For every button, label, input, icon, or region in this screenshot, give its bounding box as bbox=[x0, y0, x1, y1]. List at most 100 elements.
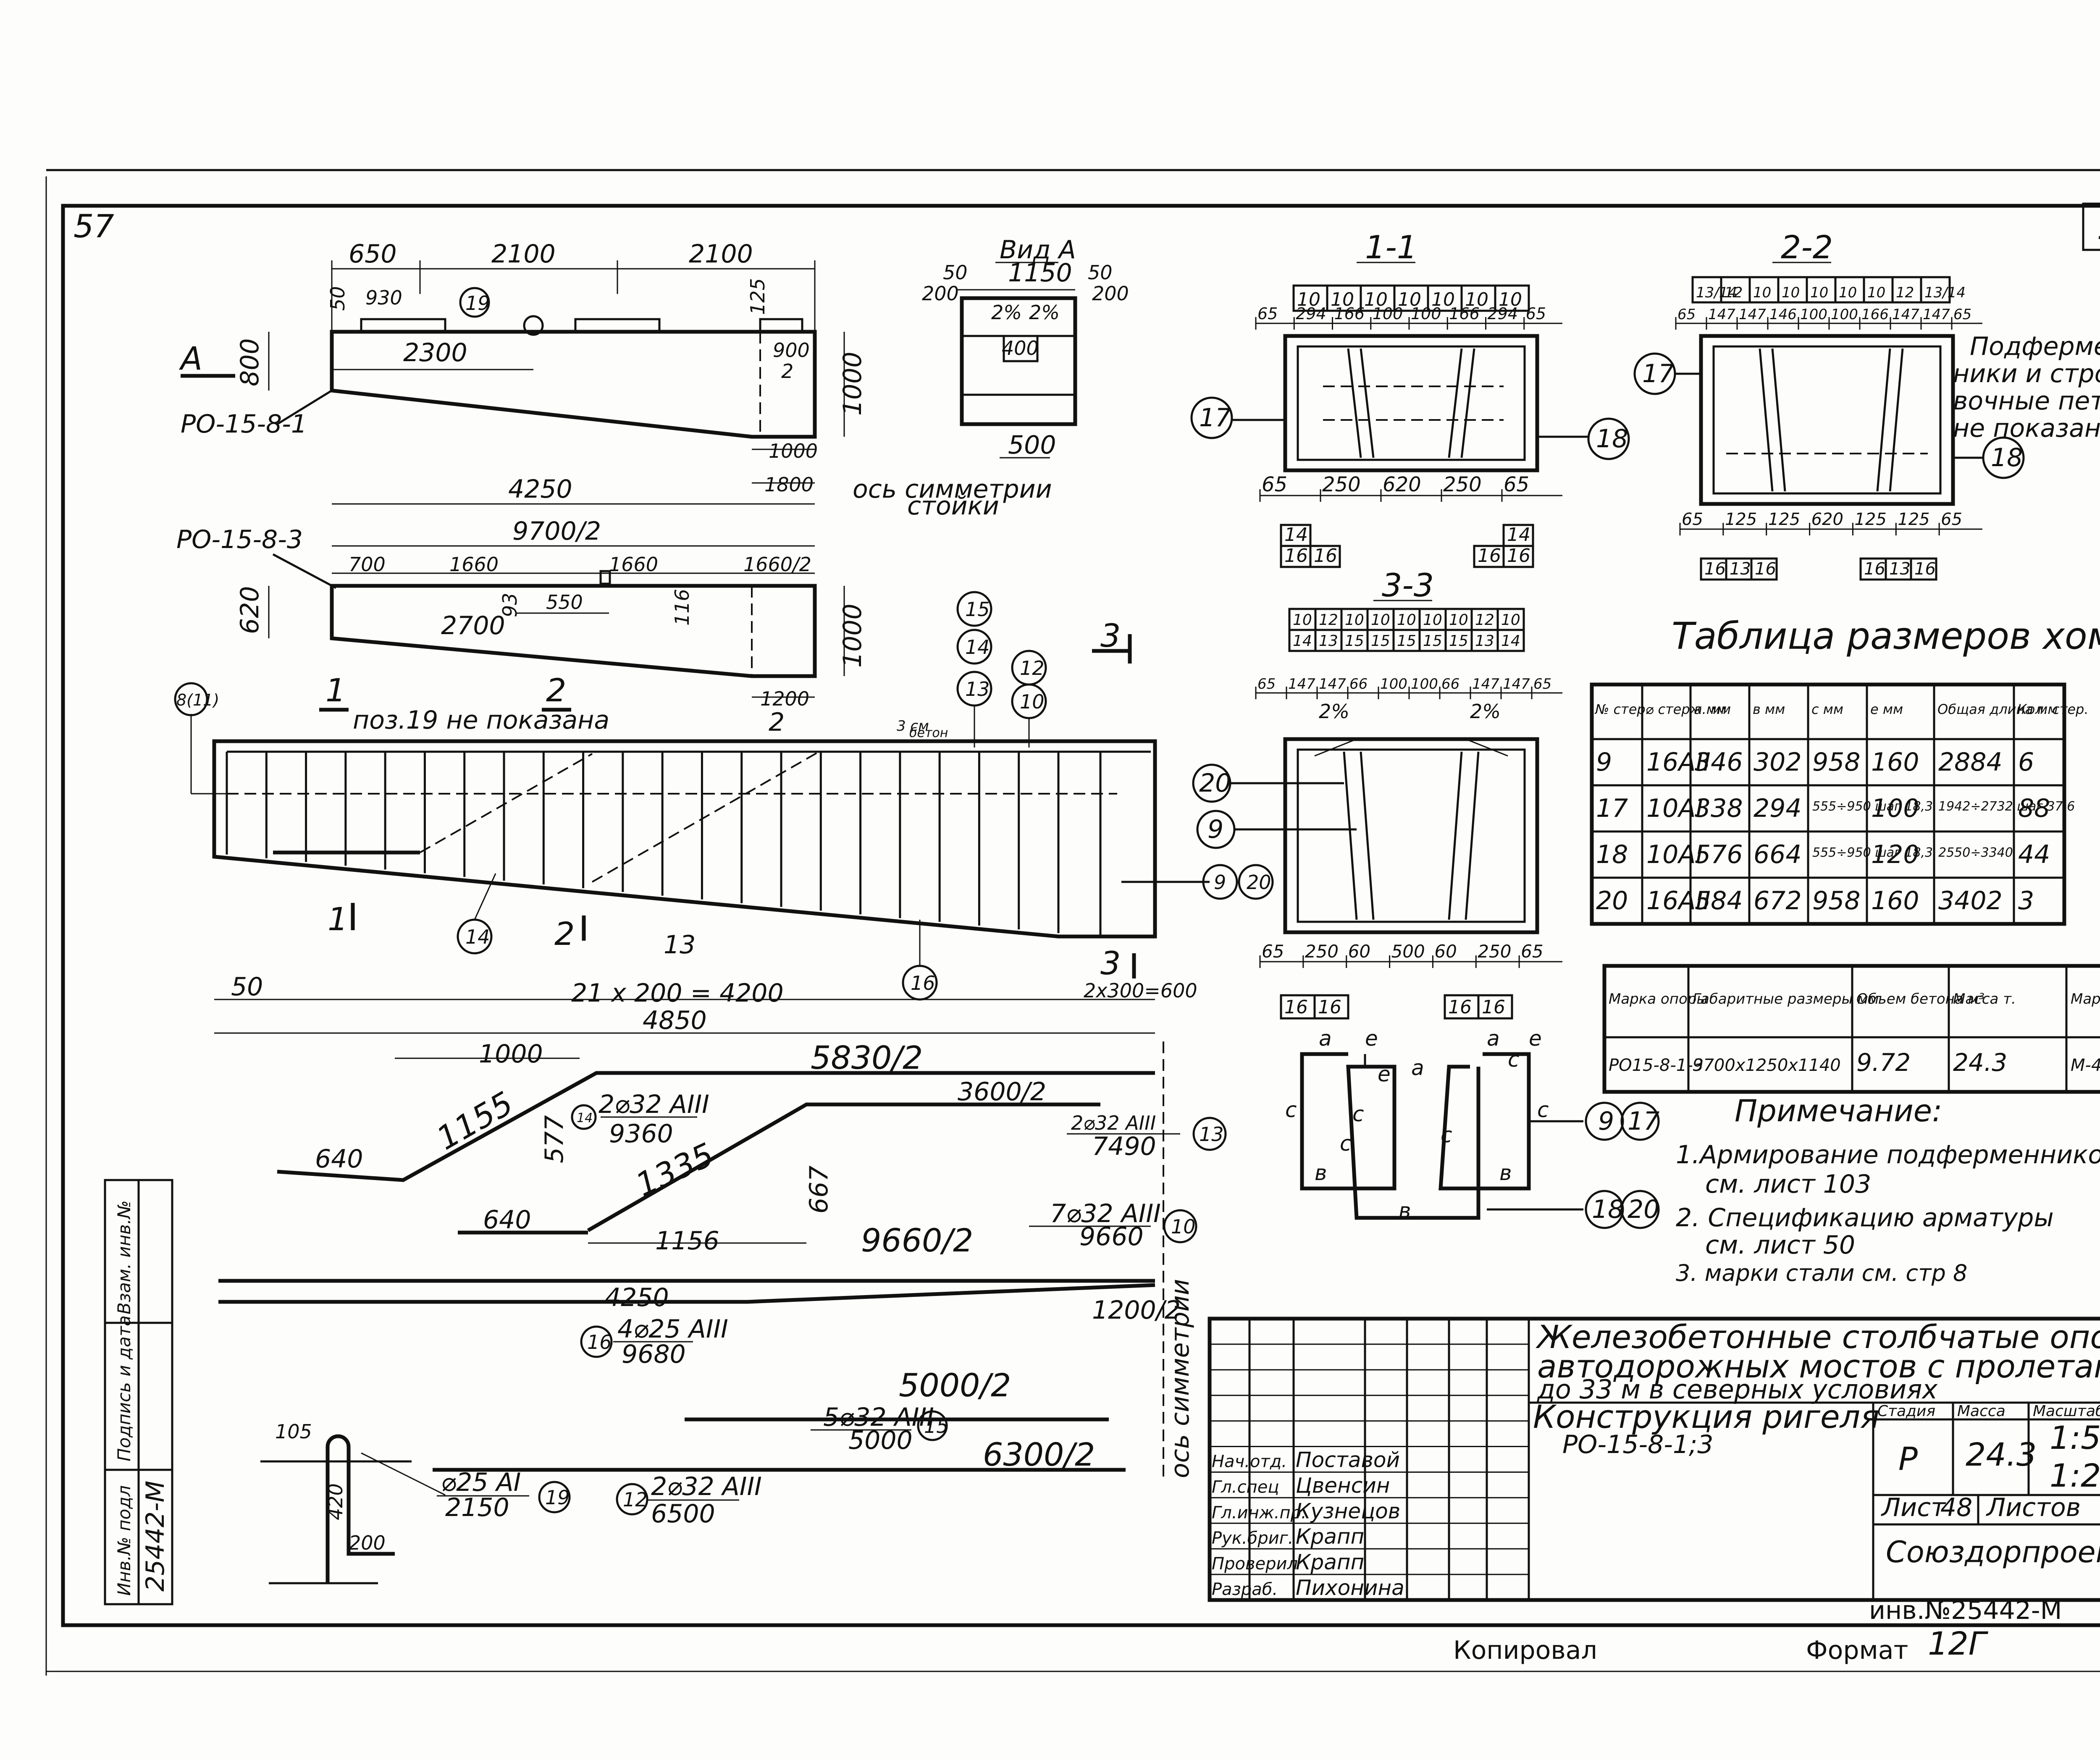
elev1-dim-9700: 9700/2 bbox=[512, 517, 601, 546]
sec11-dimbot-dim: 250 bbox=[1322, 473, 1361, 496]
elev2-dim-116: 116 bbox=[671, 589, 693, 626]
stirrup-table-header: ⌀ стерж. мм bbox=[1646, 701, 1731, 717]
bar12-label: 2⌀32 АIII bbox=[651, 1472, 762, 1501]
callout-19-circle bbox=[459, 287, 490, 318]
stirrup-table-cell: 3 bbox=[2018, 886, 2034, 915]
support-table-cell: 24.3 bbox=[1953, 1048, 2007, 1077]
view-a-dim-400: 400 bbox=[1002, 337, 1039, 359]
bar10-len: 9660 bbox=[1079, 1222, 1144, 1251]
stirrup-table-frame bbox=[1590, 682, 2066, 926]
elev1-dim-2100b: 2100 bbox=[689, 239, 753, 269]
sec22-dimtop-dim: 65 bbox=[1677, 306, 1696, 323]
bar12-dim-6300: 6300/2 bbox=[983, 1436, 1095, 1473]
bar11-label: 2⌀32 АIII bbox=[598, 1090, 709, 1119]
sec22-callout-17: 17 bbox=[1642, 359, 1674, 388]
callout-13-top: 13 bbox=[965, 678, 990, 700]
sec33-r1-cell-text: 12 bbox=[1319, 611, 1338, 629]
stirrup-table-cell: 338 bbox=[1695, 794, 1743, 823]
sec33-botr-cell-text: 16 bbox=[1482, 997, 1505, 1018]
sec33-title: 3-3 bbox=[1382, 567, 1434, 604]
sec11-top-cell-text: 10 bbox=[1465, 289, 1488, 310]
tb-sheet-name-2: РО-15-8-1;3 bbox=[1562, 1430, 1713, 1459]
tb-mass: 24.3 bbox=[1966, 1436, 2037, 1473]
stirrup-table-cell: 346 bbox=[1695, 748, 1743, 777]
tb-name: Крапп bbox=[1296, 1550, 1364, 1574]
sec22-dimbot-dim: 125 bbox=[1768, 510, 1800, 529]
sec22-top-cell bbox=[1920, 276, 1951, 304]
sec22-title: 2-2 bbox=[1781, 228, 1833, 266]
elev1-dim-2300: 2300 bbox=[403, 338, 467, 367]
sec22-note-3: вочные петли bbox=[1953, 386, 2100, 416]
bar10-dim-9660: 9660/2 bbox=[861, 1222, 973, 1259]
inv-number: инв.№25442-М bbox=[1869, 1596, 2062, 1625]
bar13-callout: 13 bbox=[1199, 1123, 1224, 1146]
tb-name: Кузнецов bbox=[1296, 1499, 1400, 1523]
stirrup-shape-label: е bbox=[1529, 1026, 1542, 1051]
sec33-r1-cell-text: 10 bbox=[1501, 611, 1520, 629]
view-a-slope-b: 2% bbox=[1029, 301, 1060, 324]
sec33-r1-cell-text: 10 bbox=[1397, 611, 1416, 629]
sec22-note-2: ники и стропо- bbox=[1953, 359, 2100, 388]
sec33-r1-cell-text: 10 bbox=[1371, 611, 1390, 629]
elev1-dim-650: 650 bbox=[349, 239, 397, 269]
reinf-dim-50: 50 bbox=[231, 972, 263, 1002]
cut-mark-2-bot: 2 bbox=[554, 915, 575, 952]
stirrup-shape-label: в bbox=[1399, 1199, 1411, 1223]
tb-scale-1: 1:50 bbox=[2050, 1419, 2100, 1456]
stirrup-table-cell: 20 bbox=[1596, 886, 1628, 915]
stirrup-shape-label: е bbox=[1365, 1026, 1378, 1051]
view-a-dim-50a: 50 bbox=[943, 261, 968, 284]
sec22-dimtop-dim: 100 bbox=[1831, 306, 1858, 323]
support-table-header: Марка опоры bbox=[1609, 991, 1708, 1007]
page-number-top: 57 bbox=[74, 207, 114, 245]
format-label: Формат bbox=[1806, 1636, 1908, 1665]
cut-mark-3: 3 bbox=[1100, 617, 1121, 654]
stirrup-shape-label: с bbox=[1340, 1131, 1352, 1156]
callout-14-top: 14 bbox=[965, 636, 990, 658]
stirrup-table-cell: 44 bbox=[2018, 840, 2050, 869]
sec22-top-cell-text: 10 bbox=[1810, 284, 1828, 301]
note-1a: 1.Армирование подферменников bbox=[1676, 1140, 2100, 1170]
note-2a: 2. Спецификацию арматуры bbox=[1676, 1203, 2054, 1233]
elev1-dim-50: 50 bbox=[326, 286, 349, 311]
sec22-top-cell-text: 13/14 bbox=[1924, 284, 1966, 301]
tb-sheet-label: Лист bbox=[1881, 1493, 1946, 1522]
bar1-dim-1000: 1000 bbox=[479, 1039, 543, 1069]
sec33-slope-a: 2% bbox=[1319, 700, 1349, 723]
tb-scale-label: Масштаб bbox=[2033, 1403, 2100, 1420]
sec33-r2-cell-text: 15 bbox=[1449, 632, 1468, 650]
elev2-dim-550: 550 bbox=[546, 591, 583, 614]
view-a-slope-a: 2% bbox=[991, 301, 1022, 324]
sec11-dimtop-dim: 166 bbox=[1334, 304, 1365, 323]
tb-title-3: до 33 м в северных условиях bbox=[1537, 1374, 1938, 1405]
tb-name: Пихонина bbox=[1296, 1576, 1404, 1600]
sec11-top-cell-text: 10 bbox=[1331, 289, 1354, 310]
sec33-callout-9: 9 bbox=[1208, 815, 1223, 844]
elev2-dim-1660b: 1660 bbox=[609, 553, 658, 576]
stirrup-table-cell: 88 bbox=[2018, 794, 2050, 823]
tb-mass-label: Масса bbox=[1957, 1403, 2006, 1420]
sec22-botr-cell-text: 16 bbox=[1864, 559, 1885, 579]
bar1-dim-1155: 1155 bbox=[430, 1084, 520, 1157]
bar13-label: 2⌀32 АIII bbox=[1071, 1112, 1156, 1134]
tb-stage-label: Стадия bbox=[1877, 1403, 1935, 1420]
reinf-dim-2x300: 2х300=600 bbox=[1084, 979, 1197, 1002]
tb-role: Гл.инж.пр. bbox=[1212, 1503, 1307, 1522]
stirrup-table-cell: 664 bbox=[1754, 840, 1802, 869]
note-2b: см. лист 50 bbox=[1705, 1230, 1855, 1260]
bar19-dim-105: 105 bbox=[275, 1420, 312, 1443]
bar19-label: ⌀25 АI bbox=[441, 1468, 521, 1497]
sec22-dimtop-dim: 147 bbox=[1739, 306, 1766, 323]
tb-sheet-name-1: Конструкция ригеля bbox=[1533, 1398, 1880, 1435]
stirrup-table-header: Кол. стер. bbox=[2017, 701, 2089, 717]
view-a-section: Вид А 1150 50 50 200 200 400 2% 2% 500 bbox=[922, 235, 1129, 460]
callout-14-bot: 14 bbox=[465, 926, 490, 948]
sec22-dimtop-dim: 147 bbox=[1708, 306, 1735, 323]
bar15-callout: 15 bbox=[924, 1415, 949, 1437]
elevation-1: 650 2100 2100 930 50 125 19 2300 900 2 8… bbox=[178, 239, 1052, 547]
sec33-botl-cell-text: 16 bbox=[1318, 997, 1341, 1018]
cut-mark-1-bot: 1 bbox=[328, 900, 348, 938]
stirrup-table-header: а мм bbox=[1694, 701, 1727, 717]
